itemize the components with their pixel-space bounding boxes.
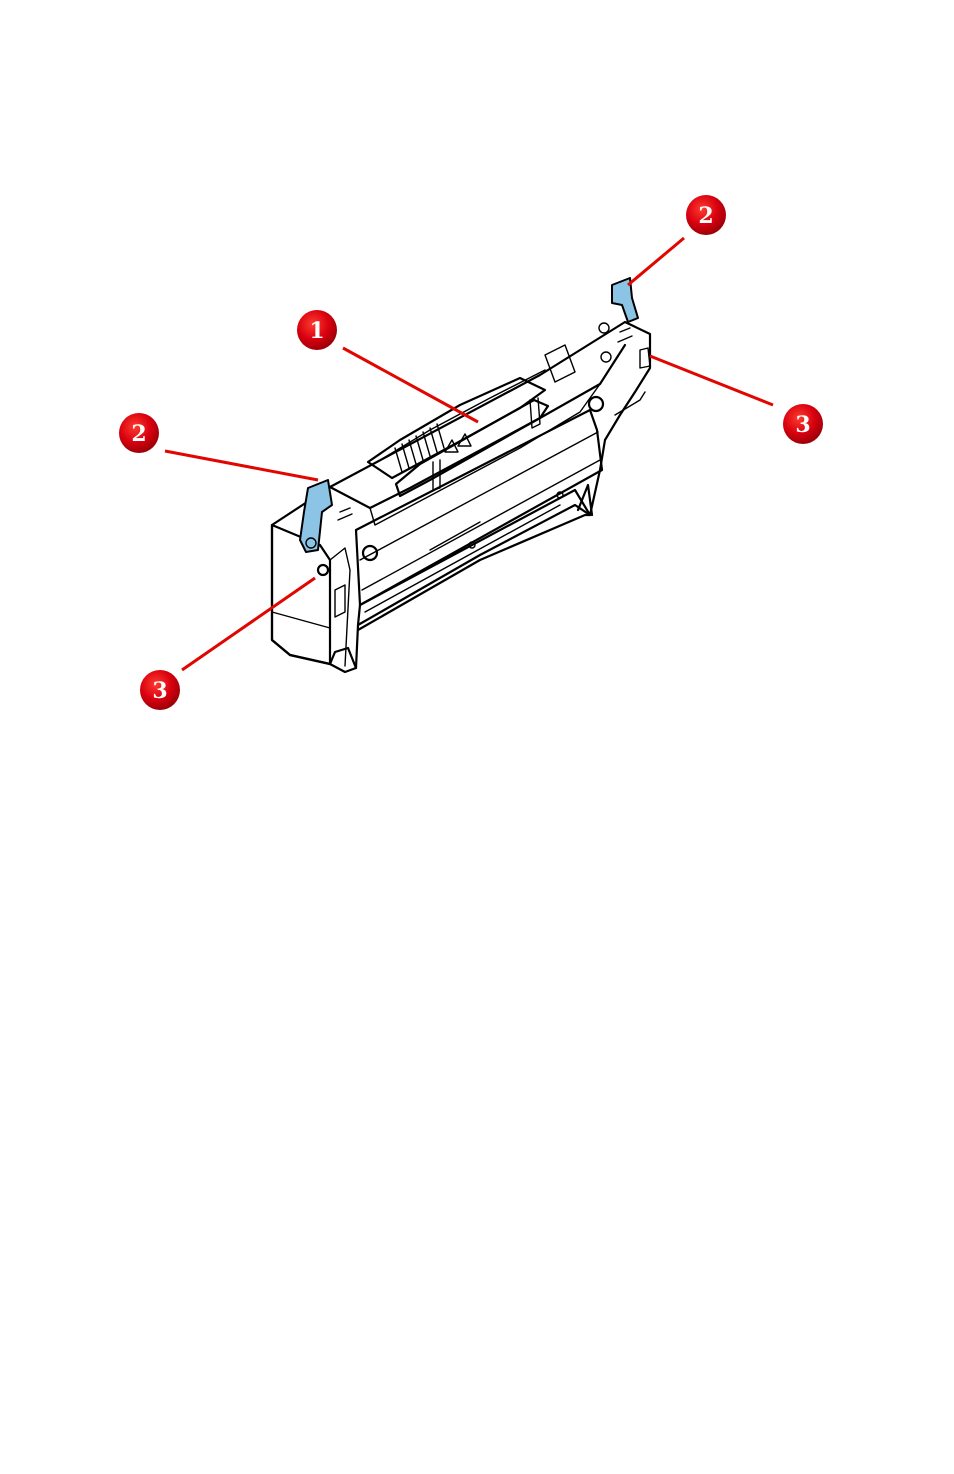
leader-line-2-left (165, 451, 318, 480)
lever-left (300, 480, 332, 552)
callout-3-left-label: 3 (152, 678, 167, 704)
leader-lines (165, 238, 773, 670)
callout-2-right-label: 2 (698, 203, 713, 229)
lever-right (612, 278, 638, 322)
callout-1-label: 1 (309, 318, 324, 344)
callout-3-right-label: 3 (795, 412, 810, 438)
callout-2-left: 2 (119, 413, 159, 453)
callout-1: 1 (297, 310, 337, 350)
leader-line-1 (343, 348, 478, 422)
leader-line-2-right (628, 238, 684, 285)
callout-3-right: 3 (783, 404, 823, 444)
callout-2-right: 2 (686, 195, 726, 235)
leader-line-3-right (650, 356, 773, 405)
callout-2-left-label: 2 (131, 421, 146, 447)
callout-3-left: 3 (140, 670, 180, 710)
